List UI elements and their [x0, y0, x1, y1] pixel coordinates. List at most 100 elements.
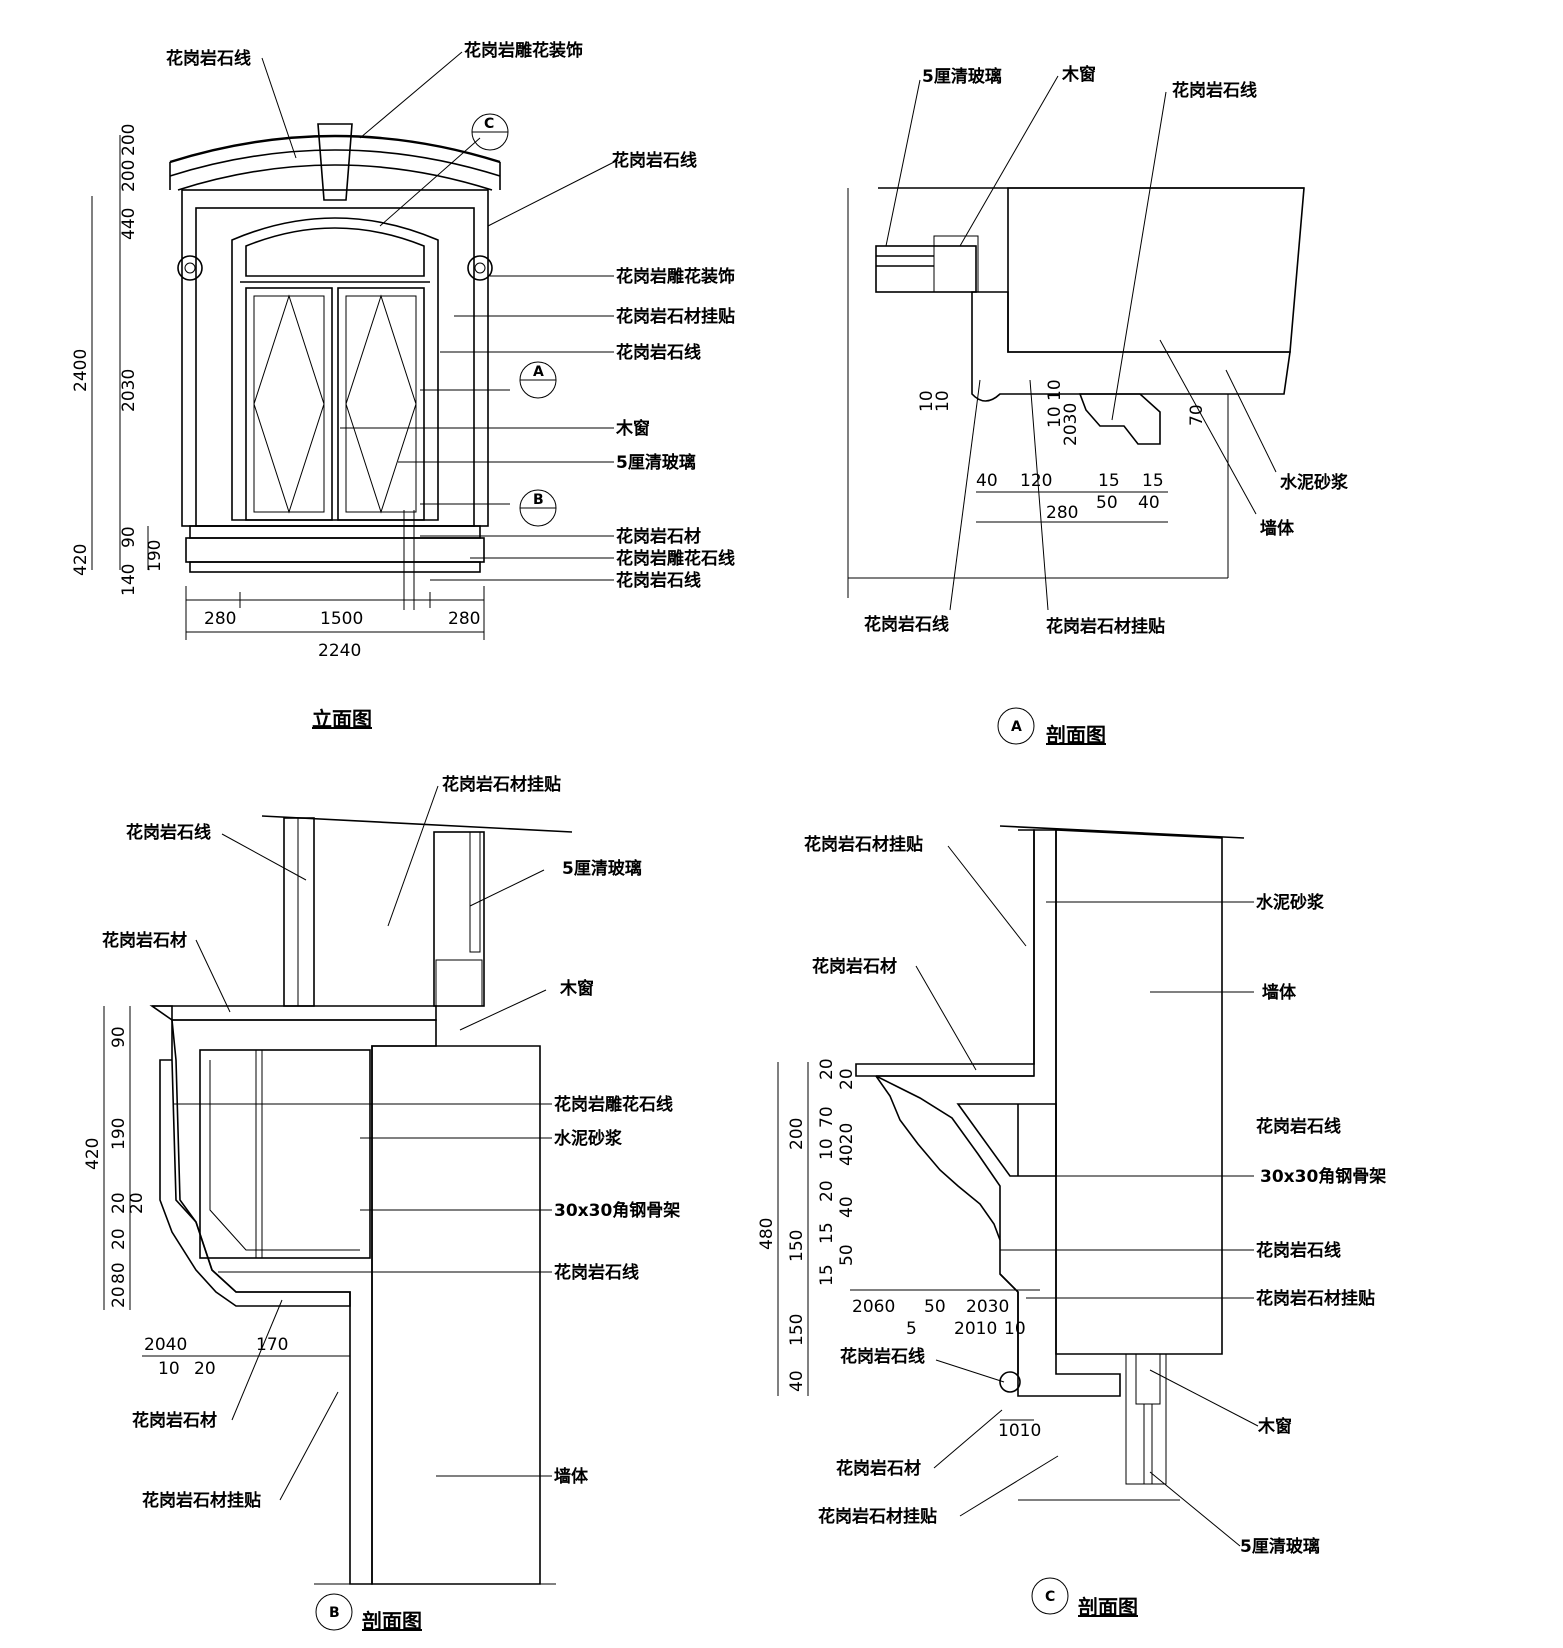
sec-c-dim-2060: 2060: [852, 1297, 895, 1317]
sec-b-dim-20a: 20: [109, 1192, 129, 1214]
elev-label-granite-line-bottom: 花岗岩石线: [616, 570, 701, 591]
sec-a-label-granite-hang: 花岗岩石材挂贴: [1046, 616, 1165, 637]
elev-label-granite-hang: 花岗岩石材挂贴: [616, 306, 735, 327]
sec-c-label-granite-hang-mid: 花岗岩石材挂贴: [1256, 1288, 1375, 1309]
sec-b-dim-20c: 20: [109, 1228, 129, 1250]
sec-b-label-granite-line-top: 花岗岩石线: [126, 822, 211, 843]
sec-b-dim-170: 170: [256, 1335, 288, 1355]
sec-c-dim-10h: 10: [1004, 1319, 1026, 1339]
elevation-leaders: [261, 51, 619, 610]
sec-a-label-granite-line: 花岗岩石线: [864, 614, 949, 635]
sec-c-dim-2010: 2010: [954, 1319, 997, 1339]
elev-label-carved-deco: 花岗岩雕花装饰: [616, 266, 735, 287]
sec-c-dim-20a: 20: [817, 1058, 837, 1080]
sec-c-dim-20b: 20: [837, 1068, 857, 1090]
sec-c-dim-200: 200: [787, 1118, 807, 1150]
section-a-title: 剖面图: [1046, 723, 1106, 747]
elev-dim-190: 190: [145, 540, 165, 572]
section-c-leaders: [915, 845, 1259, 1547]
sec-c-dim-150b: 150: [787, 1314, 807, 1346]
elevation-section-marks: [471, 113, 557, 527]
sec-a-dim-70: 70: [1187, 404, 1207, 426]
section-b-leaders: [174, 785, 552, 1501]
section-b-title-mark: [315, 1593, 353, 1631]
sec-c-dim-2030: 2030: [966, 1297, 1009, 1317]
sec-c-dim-480: 480: [757, 1218, 777, 1250]
section-c-drawing: [855, 825, 1245, 1501]
elev-dim-1500: 1500: [320, 609, 363, 629]
section-b-dimensions: [103, 1006, 350, 1357]
elev-dim-90: 90: [119, 526, 139, 548]
sec-a-dim-15b: 15: [1142, 471, 1164, 491]
elev-label-wood-window: 木窗: [615, 418, 650, 439]
sec-b-dim-20d: 20: [109, 1286, 129, 1308]
sec-a-dim-40: 40: [976, 471, 998, 491]
sec-a-label-granite-line-top: 花岗岩石线: [1172, 80, 1257, 101]
elev-label-granite-line-right: 花岗岩石线: [612, 150, 697, 171]
sec-b-label-mortar: 水泥砂浆: [554, 1128, 623, 1149]
section-a-title-mark: [997, 707, 1035, 745]
elev-label-granite: 花岗岩石材: [616, 526, 701, 547]
sec-b-label-granite-bottom: 花岗岩石材: [132, 1410, 217, 1431]
sec-a-label-wood: 木窗: [1061, 64, 1096, 85]
sec-c-dim-70: 70: [817, 1106, 837, 1128]
sec-b-dim-20: 20: [194, 1359, 216, 1379]
sec-b-label-granite-hang-top: 花岗岩石材挂贴: [442, 774, 561, 795]
sec-a-dim-280: 280: [1046, 503, 1078, 523]
sec-c-label-granite-hang-top: 花岗岩石材挂贴: [804, 834, 923, 855]
sec-c-dim-1010: 1010: [998, 1421, 1041, 1441]
sec-c-label-mortar: 水泥砂浆: [1256, 892, 1325, 913]
sec-c-dim-50: 50: [837, 1244, 857, 1266]
elev-dim-2240: 2240: [318, 641, 361, 661]
elev-label-granite-line-top: 花岗岩石线: [166, 48, 251, 69]
elev-dim-2030: 2030: [119, 369, 139, 412]
sec-b-dim-2040: 2040: [144, 1335, 187, 1355]
sec-b-dim-80: 80: [109, 1262, 129, 1284]
sec-b-label-granite-hang-bottom: 花岗岩石材挂贴: [142, 1490, 261, 1511]
sec-c-dim-40: 40: [837, 1196, 857, 1218]
elev-dim-280b: 280: [448, 609, 480, 629]
sec-c-label-granite-line-c: 花岗岩石线: [840, 1346, 925, 1367]
elev-dim-200b: 200: [119, 160, 139, 192]
sec-a-dim-50: 50: [1096, 493, 1118, 513]
elev-dim-200a: 200: [119, 124, 139, 156]
section-a-leaders: [885, 75, 1277, 611]
sec-c-dim-15a: 15: [817, 1222, 837, 1244]
sec-a-dim-10a: 10: [917, 390, 937, 412]
section-b-drawing: [149, 815, 573, 1585]
sec-b-label-glass: 5厘清玻璃: [562, 858, 642, 879]
sec-c-label-granite-bottom: 花岗岩石材: [836, 1458, 921, 1479]
sec-c-label-wall: 墙体: [1262, 982, 1297, 1003]
sec-c-label-glass: 5厘清玻璃: [1240, 1536, 1320, 1557]
sec-c-dim-50h: 50: [924, 1297, 946, 1317]
sec-a-dim-15a: 15: [1098, 471, 1120, 491]
sec-a-dim-2030: 2030: [1061, 403, 1081, 446]
elevation-drawing: [169, 123, 501, 573]
sec-c-dim-20c: 20: [817, 1180, 837, 1202]
sec-a-dim-40b: 40: [1138, 493, 1160, 513]
sec-c-label-granite-line-b: 花岗岩石线: [1256, 1240, 1341, 1261]
section-a-title-letter: A: [1011, 719, 1022, 735]
section-c-title-mark: [1031, 1577, 1069, 1615]
elev-dim-440: 440: [119, 208, 139, 240]
sec-b-dim-20b: 20: [127, 1192, 147, 1214]
sec-c-dim-15b: 15: [817, 1264, 837, 1286]
section-c-title: 剖面图: [1078, 1595, 1138, 1619]
sec-c-label-wood: 木窗: [1257, 1416, 1292, 1437]
elev-label-carved-line: 花岗岩雕花石线: [616, 548, 735, 569]
sec-c-dim-150a: 150: [787, 1230, 807, 1262]
sec-b-dim-10: 10: [158, 1359, 180, 1379]
sec-b-label-steel: 30x30角钢骨架: [554, 1200, 680, 1221]
sec-b-label-granite-line: 花岗岩石线: [554, 1262, 639, 1283]
mark-a-label: A: [533, 364, 544, 380]
sec-c-dim-5: 5: [906, 1319, 917, 1339]
elev-label-glass: 5厘清玻璃: [616, 452, 696, 473]
elevation-dimensions: [91, 135, 485, 640]
section-a-drawing: [847, 187, 1305, 598]
sec-a-dim-10b: 10: [933, 390, 953, 412]
sec-c-label-granite-hang-bottom: 花岗岩石材挂贴: [818, 1506, 937, 1527]
sec-c-label-steel: 30x30角钢骨架: [1260, 1166, 1386, 1187]
sec-b-label-carved-line: 花岗岩雕花石线: [554, 1094, 673, 1115]
section-b-title-letter: B: [329, 1605, 340, 1621]
